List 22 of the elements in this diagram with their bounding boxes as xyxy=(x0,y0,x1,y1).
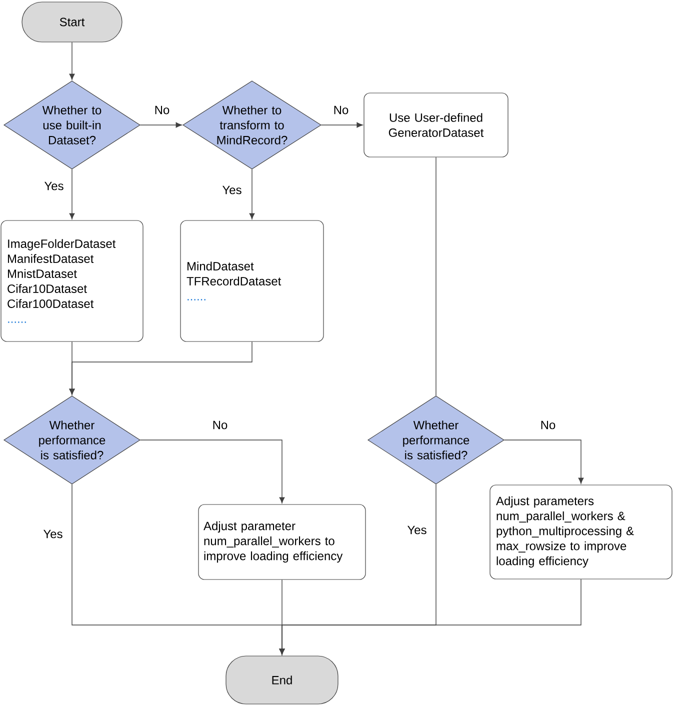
arrow xyxy=(504,440,584,484)
arrow xyxy=(320,122,363,128)
arrow xyxy=(69,168,75,220)
process-box: Adjust parameters num_parallel_workers & python_multiprocessing & max_rowsize to improve loading efficiency xyxy=(490,484,672,580)
edge-label: No xyxy=(332,104,350,116)
edge-label: No xyxy=(153,104,171,116)
edge-label: No xyxy=(539,420,557,430)
edge-label: Yes xyxy=(43,180,65,192)
process-box: Use User-defined GeneratorDataset xyxy=(364,92,508,158)
edge-label: No xyxy=(211,420,229,430)
arrow xyxy=(140,122,182,128)
edge-label: Yes xyxy=(406,524,428,536)
arrow xyxy=(69,341,252,395)
arrow xyxy=(69,42,75,80)
arrow xyxy=(279,578,582,655)
process-box: ImageFolderDataset ManifestDataset MnistDataset Cifar10Dataset Cifar100Dataset ...... xyxy=(0,220,144,342)
process-box: MindDataset TFRecordDataset ...... xyxy=(180,220,324,342)
process-box: Adjust parameter num_parallel_workers to improve loading efficiency xyxy=(198,504,366,580)
edge-label: Yes xyxy=(221,184,243,196)
arrow xyxy=(140,440,285,504)
edge-label: Yes xyxy=(42,528,64,540)
arrow xyxy=(249,168,255,220)
